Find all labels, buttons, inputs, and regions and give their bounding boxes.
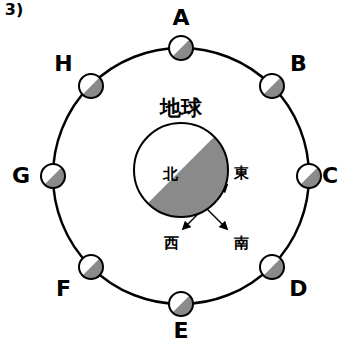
moon-letter: B bbox=[290, 53, 307, 75]
moon-circle: E bbox=[168, 291, 194, 317]
moon-shape bbox=[296, 163, 322, 189]
moon-letter: F bbox=[56, 278, 71, 300]
moon-shape bbox=[78, 73, 104, 99]
moon-circle: F bbox=[78, 254, 104, 280]
title-number: 3) bbox=[5, 2, 23, 18]
direction-label: 北 bbox=[163, 167, 178, 182]
moon-letter: E bbox=[173, 320, 188, 342]
earth-circle: 地球 bbox=[132, 121, 230, 219]
moon-letter: G bbox=[12, 165, 30, 187]
moon-letter: H bbox=[54, 53, 72, 75]
moon-circle: H bbox=[78, 73, 104, 99]
earth-label: 地球 bbox=[160, 98, 202, 119]
moon-letter: D bbox=[289, 278, 307, 300]
direction-label: 南 bbox=[234, 236, 249, 251]
moon-shape bbox=[259, 254, 285, 280]
moon-shape bbox=[168, 35, 194, 61]
moon-shape bbox=[40, 163, 66, 189]
moon-shape bbox=[259, 73, 285, 99]
earth-shape bbox=[132, 121, 230, 219]
moon-letter: A bbox=[172, 7, 189, 29]
direction-label: 東 bbox=[234, 166, 249, 181]
moon-circle: C bbox=[296, 163, 322, 189]
direction-label: 西 bbox=[164, 236, 179, 251]
moon-circle: B bbox=[259, 73, 285, 99]
moon-shape bbox=[78, 254, 104, 280]
moon-circle: G bbox=[40, 163, 66, 189]
orbit-ring bbox=[53, 48, 309, 304]
moon-letter: C bbox=[322, 165, 338, 187]
compass-arrow bbox=[205, 207, 227, 229]
moon-circle: A bbox=[168, 35, 194, 61]
moon-circle: D bbox=[259, 254, 285, 280]
moon-shape bbox=[168, 291, 194, 317]
